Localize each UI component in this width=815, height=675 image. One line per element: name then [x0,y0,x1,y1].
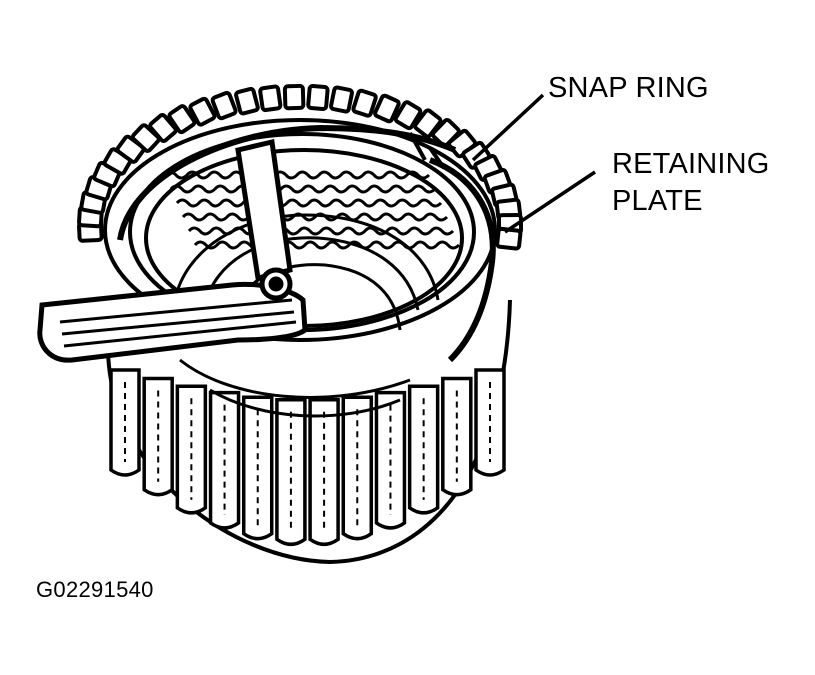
outer-gear-teeth [77,83,524,251]
drum-spline [407,384,440,515]
clutch-plate-edge [193,240,461,250]
gear-tooth [167,104,197,135]
gear-tooth [373,93,401,124]
retaining-plate-label-line2: PLATE [612,185,703,217]
gear-tooth [282,83,306,111]
gear-tooth [148,113,178,143]
figure-id: G02291540 [36,577,154,602]
gear-tooth [210,90,238,121]
drum-spline [175,384,208,515]
drum-spline [474,368,506,477]
gear-tooth [234,86,260,116]
gear-tooth [329,85,354,114]
feeler-gauge [37,138,308,363]
gear-tooth [393,100,423,131]
clutch-plate-edge [175,198,443,208]
drum-splines [109,368,506,547]
drum-spline [109,368,141,477]
clutch-plate-edge [187,226,455,236]
callout-leaders [471,93,596,234]
clutch-plates [163,170,461,250]
gear-tooth [351,88,378,118]
clutch-plate-edge [181,212,449,222]
gear-tooth [258,84,283,113]
retaining-plate-label-line1: RETAINING [612,148,770,180]
clutch-plate-edge [169,184,437,194]
gear-tooth [306,84,330,111]
clutch-plate-edge [163,170,431,180]
gear-tooth [495,226,523,251]
snap-ring-label: SNAP RING [548,72,709,104]
gear-tooth [188,96,217,127]
